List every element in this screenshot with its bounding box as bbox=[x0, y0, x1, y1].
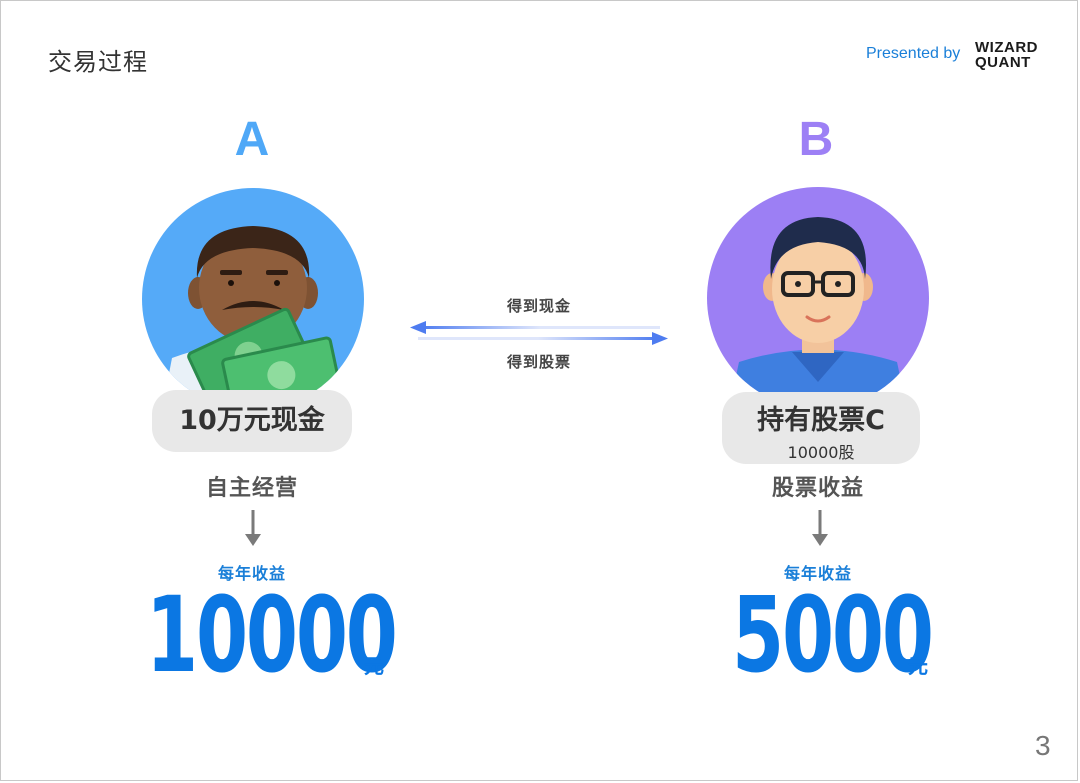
party-a-yearly-label: 每年收益 bbox=[217, 564, 286, 583]
page-number: 3 bbox=[1035, 730, 1051, 761]
party-a-holding-pill: 10万元现金 bbox=[152, 390, 352, 452]
presented-by-text: Presented by bbox=[866, 45, 961, 62]
party-b-letter: B bbox=[798, 113, 834, 166]
party-a-amount: 10000 bbox=[146, 574, 398, 696]
double-arrow-icon bbox=[410, 321, 668, 345]
party-b-holding: 持有股票C bbox=[757, 405, 885, 436]
party-a-unit: 元 bbox=[364, 654, 384, 678]
brand-line-2: QUANT bbox=[975, 54, 1031, 71]
man-with-cash-icon bbox=[162, 226, 344, 410]
man-with-glasses-icon bbox=[729, 217, 907, 409]
party-a-letter: A bbox=[234, 113, 270, 166]
party-b-unit: 元 bbox=[908, 654, 928, 678]
brand-logo: WIZARD QUANT bbox=[975, 40, 1038, 70]
party-a-avatar bbox=[142, 188, 364, 410]
party-a-down-arrow-icon bbox=[245, 510, 261, 546]
party-a-holding: 10万元现金 bbox=[179, 405, 325, 436]
party-b-down-arrow-icon bbox=[812, 510, 828, 546]
exchange-arrows: 得到现金 得到股票 bbox=[406, 295, 672, 385]
page-title: 交易过程 bbox=[48, 48, 148, 76]
party-b-amount: 5000 bbox=[732, 574, 934, 696]
party-b-activity: 股票收益 bbox=[771, 476, 864, 501]
party-a-activity: 自主经营 bbox=[205, 476, 298, 501]
exchange-top-label: 得到现金 bbox=[506, 297, 571, 315]
party-b-yearly-label: 每年收益 bbox=[783, 564, 852, 583]
brand-line-1: WIZARD bbox=[975, 39, 1038, 56]
party-b-holding-detail: 10000股 bbox=[787, 443, 855, 462]
party-b-avatar bbox=[707, 187, 929, 409]
exchange-bottom-label: 得到股票 bbox=[506, 353, 571, 371]
party-b-holding-pill: 持有股票C 10000股 bbox=[722, 392, 920, 464]
